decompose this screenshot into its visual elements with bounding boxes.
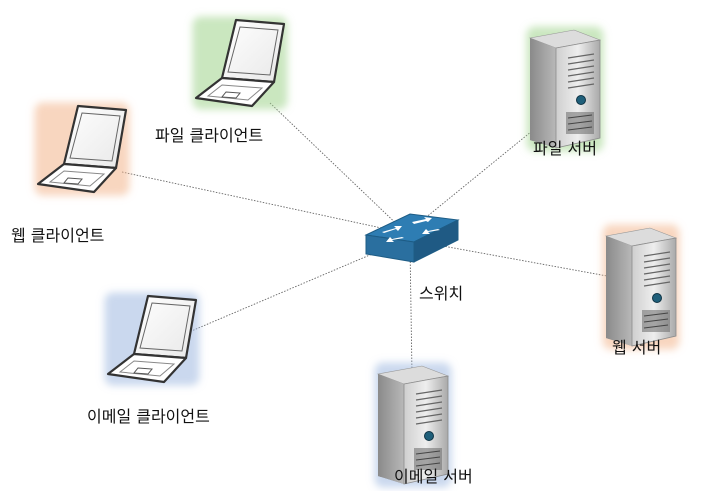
link-email-client [181,239,406,336]
web-server-label: 웹 서버 [612,338,662,357]
web-server-tower-icon [602,224,680,350]
file-server-label: 파일 서버 [533,139,597,158]
link-web-client [121,171,401,233]
file-client-laptop-icon [192,16,288,110]
network-switch-icon [364,213,460,263]
email-server-label: 이메일 서버 [394,467,473,486]
file-server-tower-icon [526,26,604,152]
switch-label: 스위치 [419,284,464,303]
web-client-label: 웹 클라이언트 [11,226,105,245]
connection-lines [121,102,619,375]
link-file-client [269,102,406,233]
email-client-laptop-icon [104,292,200,386]
web-client-laptop-icon [34,102,130,196]
file-client-label: 파일 클라이언트 [155,126,264,145]
email-server-tower-icon [374,362,452,488]
link-email-server [409,245,413,375]
link-file-server [407,117,549,233]
link-web-server [409,239,619,279]
email-client-label: 이메일 클라이언트 [87,407,210,426]
